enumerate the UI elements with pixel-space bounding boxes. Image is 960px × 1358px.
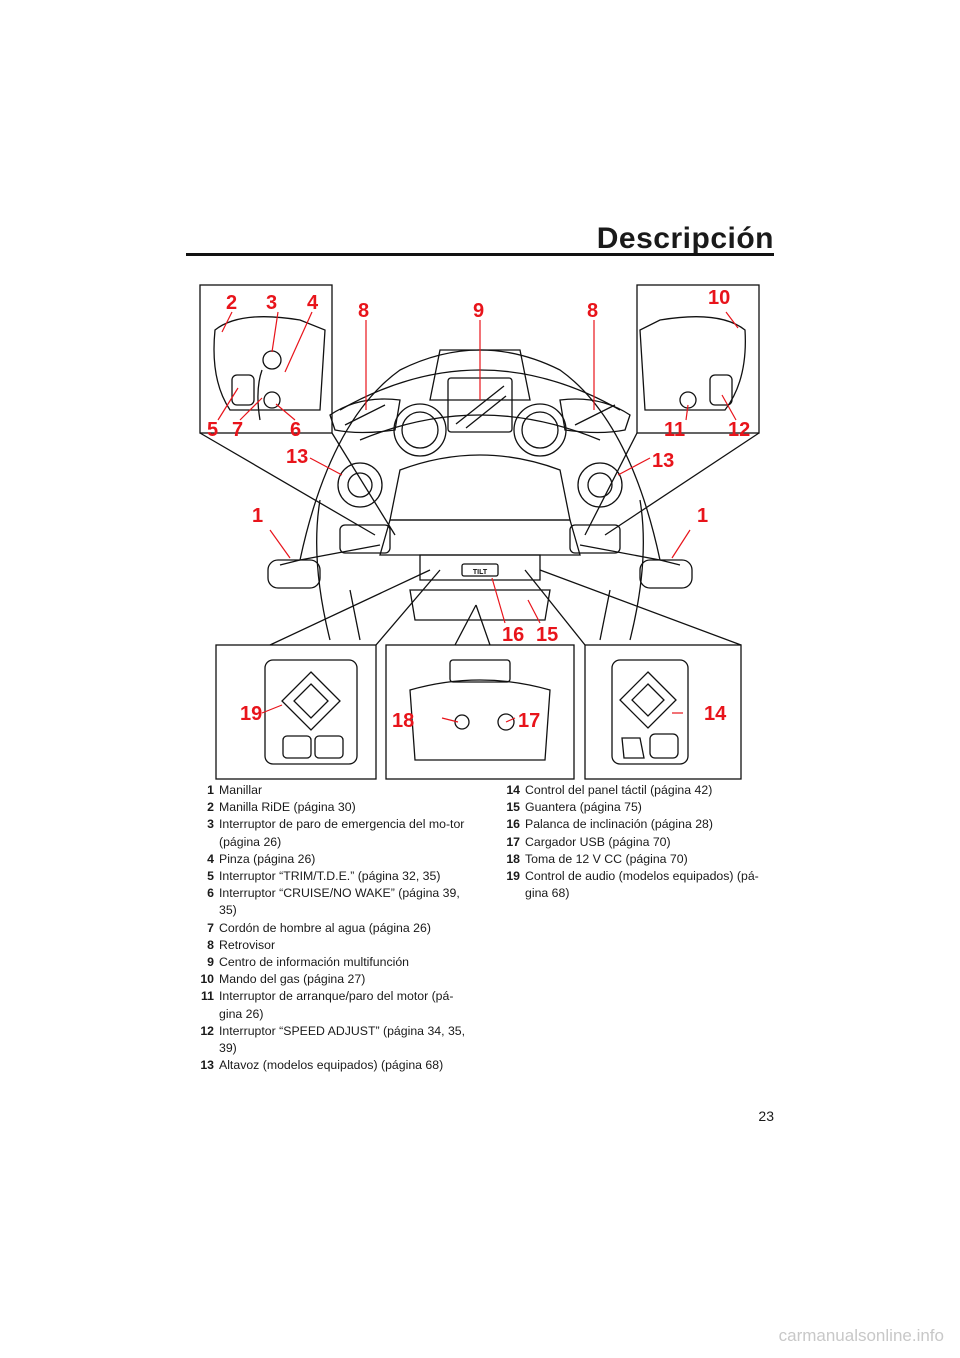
legend-text: Palanca de inclinación (página 28) xyxy=(525,817,713,832)
legend-text: Mando del gas (página 27) xyxy=(219,972,366,987)
legend-item: 5 Interruptor “TRIM/T.D.E.” (página 32, 3… xyxy=(186,868,468,885)
legend-item: 7 Cordón de hombre al agua (página 26) xyxy=(186,920,468,937)
legend-text: Pinza (página 26) xyxy=(219,851,316,866)
legend-number: 19 xyxy=(506,869,520,884)
inset-audio-control xyxy=(215,644,377,780)
legend-item: 17 Cargador USB (página 70) xyxy=(492,834,774,851)
legend-item: 8 Retrovisor xyxy=(186,937,468,954)
legend-number: 7 xyxy=(207,920,214,935)
inset-right-controls xyxy=(636,284,760,434)
callout-2: 2 xyxy=(226,292,237,314)
legend-number: 18 xyxy=(506,851,520,866)
legend-item: 15 Guantera (página 75) xyxy=(492,799,774,816)
callout-18: 18 xyxy=(392,710,414,732)
legend-number: 13 xyxy=(200,1058,214,1073)
legend-number: 4 xyxy=(207,851,214,866)
callout-3: 3 xyxy=(266,292,277,314)
legend-number: 14 xyxy=(506,783,520,797)
legend-text: Toma de 12 V CC (página 70) xyxy=(525,851,688,866)
callout-17: 17 xyxy=(518,710,540,732)
legend-text: Interruptor de paro de emergencia del mo… xyxy=(219,817,465,849)
legend-text: Altavoz (modelos equipados) (página 68) xyxy=(219,1058,444,1073)
speaker-right xyxy=(577,462,623,508)
callout-1-right: 1 xyxy=(697,505,708,527)
callout-5: 5 xyxy=(207,419,218,441)
legend-text: Guantera (página 75) xyxy=(525,800,642,815)
legend-item: 4 Pinza (página 26) xyxy=(186,851,468,868)
mirror-right xyxy=(559,398,631,434)
legend-number: 16 xyxy=(506,817,520,832)
callout-16: 16 xyxy=(502,624,524,646)
legend-item: 2 Manilla RiDE (página 30) xyxy=(186,799,468,816)
mirror-left xyxy=(329,398,401,434)
inset-touch-panel xyxy=(584,644,742,780)
legend-number: 15 xyxy=(506,800,520,815)
legend-text: Interruptor “CRUISE/NO WAKE” (página 39,… xyxy=(219,886,460,918)
callout-11: 11 xyxy=(664,419,685,441)
legend-text: Interruptor “SPEED ADJUST” (página 34, 3… xyxy=(219,1023,466,1056)
legend-text: Interruptor de arranque/paro del motor (… xyxy=(219,989,454,1021)
legend-item: 1 Manillar xyxy=(186,782,468,799)
legend-text: Interruptor “TRIM/T.D.E.” (página 32, 35… xyxy=(219,869,441,884)
legend-number: 11 xyxy=(201,989,214,1004)
legend-text: Cordón de hombre al agua (página 26) xyxy=(219,920,431,935)
legend-text: Cargador USB (página 70) xyxy=(525,834,671,849)
legend-item: 16 Palanca de inclinación (página 28) xyxy=(492,816,774,833)
legend-item: 12 Interruptor “SPEED ADJUST” (página 34,… xyxy=(186,1023,468,1057)
controls-diagram: 2 3 4 5 7 6 8 9 8 10 11 12 13 13 1 1 16 … xyxy=(199,284,760,780)
legend-number: 3 xyxy=(207,817,214,832)
callout-13-right: 13 xyxy=(652,450,674,472)
legend-number: 5 xyxy=(207,869,214,884)
title-rule xyxy=(186,253,774,256)
legend-item: 10 Mando del gas (página 27) xyxy=(186,971,468,988)
legend-number: 2 xyxy=(207,800,214,815)
legend-text: Retrovisor xyxy=(219,937,276,952)
callout-7: 7 xyxy=(232,419,243,441)
legend-text: Control de audio (modelos equipados) (pá… xyxy=(525,869,759,901)
callout-14: 14 xyxy=(704,703,727,725)
legend-item: 11 Interruptor de arranque/paro del motor… xyxy=(186,988,468,1022)
legend-number: 10 xyxy=(200,972,214,987)
legend-text: Centro de información multifunción xyxy=(219,955,410,970)
callout-1-left: 1 xyxy=(252,505,263,527)
legend-number: 8 xyxy=(207,937,214,952)
legend-text: Manillar xyxy=(219,783,263,797)
callout-15: 15 xyxy=(536,624,558,646)
tilt-label: TILT xyxy=(473,569,488,576)
inset-storage xyxy=(385,644,575,780)
grip-right xyxy=(639,559,693,589)
legend-number: 1 xyxy=(207,783,214,797)
callout-4: 4 xyxy=(307,292,319,314)
callout-8-right: 8 xyxy=(587,300,598,322)
inset-left-controls xyxy=(199,284,333,434)
callout-10: 10 xyxy=(708,287,730,309)
legend-item: 9 Centro de información multifunción xyxy=(186,954,468,971)
grip-left xyxy=(267,559,321,589)
page-number: 23 xyxy=(758,1108,774,1124)
speaker-left xyxy=(337,462,383,508)
legend-right: 14 Control del panel táctil (página 42) 15… xyxy=(492,782,774,902)
callout-13-left: 13 xyxy=(286,446,308,468)
callout-12: 12 xyxy=(728,419,750,441)
callout-6: 6 xyxy=(290,419,301,441)
watermark: carmanualsonline.info xyxy=(778,1326,944,1345)
legend-number: 12 xyxy=(200,1023,214,1038)
callout-19: 19 xyxy=(240,703,262,725)
callout-8-left: 8 xyxy=(358,300,369,322)
legend-item: 14 Control del panel táctil (página 42) xyxy=(492,782,774,799)
legend-item: 6 Interruptor “CRUISE/NO WAKE” (página 39… xyxy=(186,885,468,919)
callout-9: 9 xyxy=(473,300,484,322)
legend-item: 3 Interruptor de paro de emergencia del m… xyxy=(186,816,468,850)
legend-item: 18 Toma de 12 V CC (página 70) xyxy=(492,851,774,868)
legend-number: 9 xyxy=(207,955,214,970)
legend-item: 19 Control de audio (modelos equipados) (… xyxy=(492,868,774,902)
legend-text: Manilla RiDE (página 30) xyxy=(219,800,356,815)
legend-number: 6 xyxy=(207,886,214,901)
page-title: Descripción xyxy=(596,222,774,255)
legend-text: Control del panel táctil (página 42) xyxy=(525,783,713,797)
legend-number: 17 xyxy=(506,834,520,849)
legend-item: 13 Altavoz (modelos equipados) (página 68… xyxy=(186,1057,468,1074)
